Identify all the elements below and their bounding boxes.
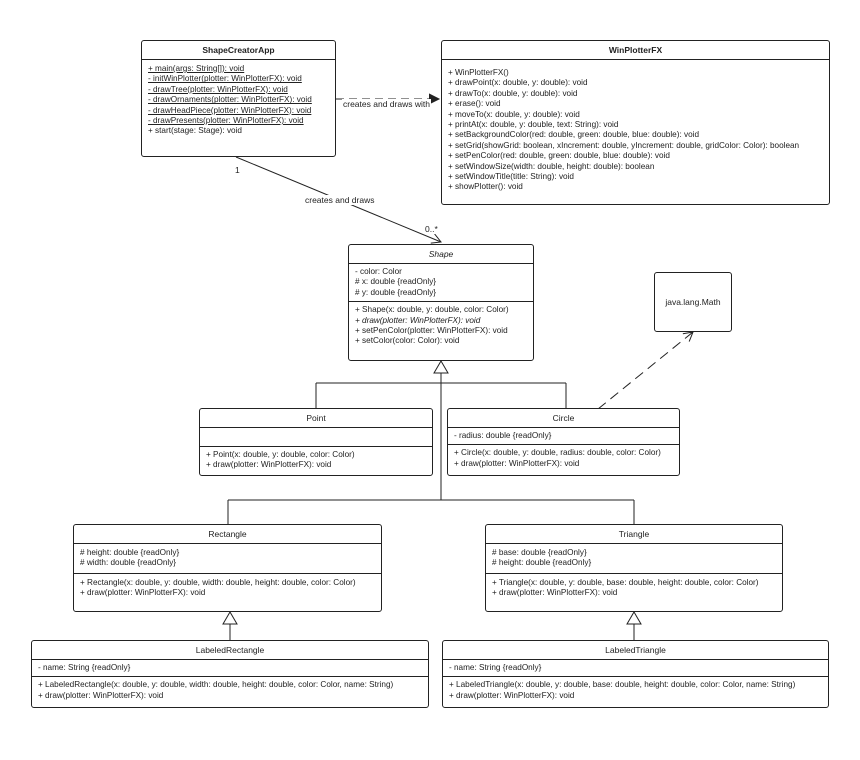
multiplicity-one: 1: [234, 165, 241, 175]
operation: + draw(plotter: WinPlotterFX): void: [449, 690, 575, 700]
class-triangle[interactable]: Triangle # base: double {readOnly} # hei…: [485, 524, 783, 612]
operation: + setGrid(showGrid: boolean, xIncrement:…: [448, 140, 800, 150]
class-winplotterfx[interactable]: WinPlotterFX + WinPlotterFX() + drawPoin…: [441, 40, 830, 205]
operation: + Triangle(x: double, y: double, base: d…: [492, 577, 759, 587]
operation: + printAt(x: double, y: double, text: St…: [448, 120, 619, 130]
attributes-section: # base: double {readOnly} # height: doub…: [486, 544, 782, 574]
operation: - drawOrnaments(plotter: WinPlotterFX): …: [148, 95, 312, 105]
attribute: - name: String {readOnly}: [449, 663, 542, 672]
operation: + LabeledRectangle(x: double, y: double,…: [38, 680, 394, 690]
attributes-section: # height: double {readOnly} # width: dou…: [74, 544, 381, 574]
class-shapecreatorapp[interactable]: ShapeCreatorApp + main(args: String[]): …: [141, 40, 336, 157]
operation: + draw(plotter: WinPlotterFX): void: [454, 458, 580, 468]
dependency-circle-to-math: [597, 331, 694, 410]
class-title: Shape: [349, 245, 533, 264]
label-creates-and-draws: creates and draws: [304, 195, 376, 205]
operation: + showPlotter(): void: [448, 182, 523, 192]
operation: - drawHeadPiece(plotter: WinPlotterFX): …: [148, 105, 312, 115]
operation: + drawPoint(x: double, y: double): void: [448, 78, 588, 88]
class-title: Circle: [448, 409, 679, 428]
operation: + draw(plotter: WinPlotterFX): void: [38, 690, 164, 700]
operation: + start(stage: Stage): void: [148, 126, 242, 136]
class-labeledtriangle[interactable]: LabeledTriangle - name: String {readOnly…: [442, 640, 829, 708]
operation: - initWinPlotter(plotter: WinPlotterFX):…: [148, 74, 302, 84]
operation: + Shape(x: double, y: double, color: Col…: [355, 305, 509, 315]
operation: + LabeledTriangle(x: double, y: double, …: [449, 680, 796, 690]
operation: + moveTo(x: double, y: double): void: [448, 109, 580, 119]
attributes-section: - name: String {readOnly}: [443, 660, 828, 678]
generalization-to-rectangle: [222, 611, 238, 640]
generalization-to-shape: [227, 360, 635, 524]
operation: + erase(): void: [448, 99, 501, 109]
operation: - drawPresents(plotter: WinPlotterFX): v…: [148, 116, 304, 126]
attribute: # y: double {readOnly}: [355, 287, 437, 297]
label-creates-and-draws-with: creates and draws with: [342, 99, 431, 109]
class-title: WinPlotterFX: [442, 41, 829, 60]
class-shape[interactable]: Shape - color: Color # x: double {readOn…: [348, 244, 534, 361]
class-labeledrectangle[interactable]: LabeledRectangle - name: String {readOnl…: [31, 640, 429, 708]
class-rectangle[interactable]: Rectangle # height: double {readOnly} # …: [73, 524, 382, 612]
attribute: # width: double {readOnly}: [80, 558, 177, 568]
attribute: - name: String {readOnly}: [38, 663, 131, 672]
class-title: Triangle: [486, 525, 782, 544]
class-title: ShapeCreatorApp: [142, 41, 335, 60]
class-circle[interactable]: Circle - radius: double {readOnly} + Cir…: [447, 408, 680, 476]
generalization-to-triangle: [626, 611, 642, 640]
operation: + WinPlotterFX(): [448, 68, 509, 77]
operations-section: + LabeledTriangle(x: double, y: double, …: [443, 677, 828, 704]
class-title: Point: [200, 409, 432, 428]
class-point[interactable]: Point + Point(x: double, y: double, colo…: [199, 408, 433, 476]
operations-section: + Rectangle(x: double, y: double, width:…: [74, 574, 381, 602]
attributes-section: - radius: double {readOnly}: [448, 428, 679, 446]
operations-section: + Shape(x: double, y: double, color: Col…: [349, 302, 533, 350]
class-title: LabeledTriangle: [443, 641, 828, 660]
operations-section: + Triangle(x: double, y: double, base: d…: [486, 574, 782, 602]
operation: + draw(plotter: WinPlotterFX): void: [80, 588, 206, 598]
operation: + setWindowTitle(title: String): void: [448, 172, 574, 182]
class-title: LabeledRectangle: [32, 641, 428, 660]
operations-section: + Point(x: double, y: double, color: Col…: [200, 447, 432, 474]
operation: + draw(plotter: WinPlotterFX): void: [206, 460, 332, 470]
multiplicity-many: 0..*: [424, 224, 439, 234]
operations-section: + LabeledRectangle(x: double, y: double,…: [32, 677, 428, 704]
operations-section: + WinPlotterFX() + drawPoint(x: double, …: [442, 60, 829, 196]
operation: + setWindowSize(width: double, height: d…: [448, 161, 655, 171]
operation: + draw(plotter: WinPlotterFX): void: [355, 315, 481, 325]
attribute: # height: double {readOnly}: [492, 558, 592, 568]
operation: + main(args: String[]): void: [148, 64, 245, 73]
note-java-lang-math[interactable]: java.lang.Math: [654, 272, 732, 332]
operation: + draw(plotter: WinPlotterFX): void: [492, 588, 618, 598]
operation: + setPenColor(red: double, green: double…: [448, 151, 670, 161]
operation: + Circle(x: double, y: double, radius: d…: [454, 448, 661, 458]
attributes-section: - color: Color # x: double {readOnly} # …: [349, 264, 533, 303]
class-title: Rectangle: [74, 525, 381, 544]
attribute: - color: Color: [355, 267, 402, 276]
operations-section: + Circle(x: double, y: double, radius: d…: [448, 445, 679, 472]
operation: + setPenColor(plotter: WinPlotterFX): vo…: [355, 326, 508, 336]
attribute: # x: double {readOnly}: [355, 277, 437, 287]
attribute: - radius: double {readOnly}: [454, 431, 552, 440]
attributes-section: [200, 428, 432, 447]
operation: + drawTo(x: double, y: double): void: [448, 88, 578, 98]
operation: + Rectangle(x: double, y: double, width:…: [80, 577, 356, 587]
operation: + setBackgroundColor(red: double, green:…: [448, 130, 700, 140]
operations-section: + main(args: String[]): void - initWinPl…: [142, 60, 335, 140]
attributes-section: - name: String {readOnly}: [32, 660, 428, 678]
note-text: java.lang.Math: [665, 297, 721, 307]
operation: - drawTree(plotter: WinPlotterFX): void: [148, 84, 288, 94]
operation: + setColor(color: Color): void: [355, 336, 460, 346]
attribute: # height: double {readOnly}: [80, 548, 180, 557]
operation: + Point(x: double, y: double, color: Col…: [206, 450, 355, 459]
attribute: # base: double {readOnly}: [492, 548, 587, 557]
